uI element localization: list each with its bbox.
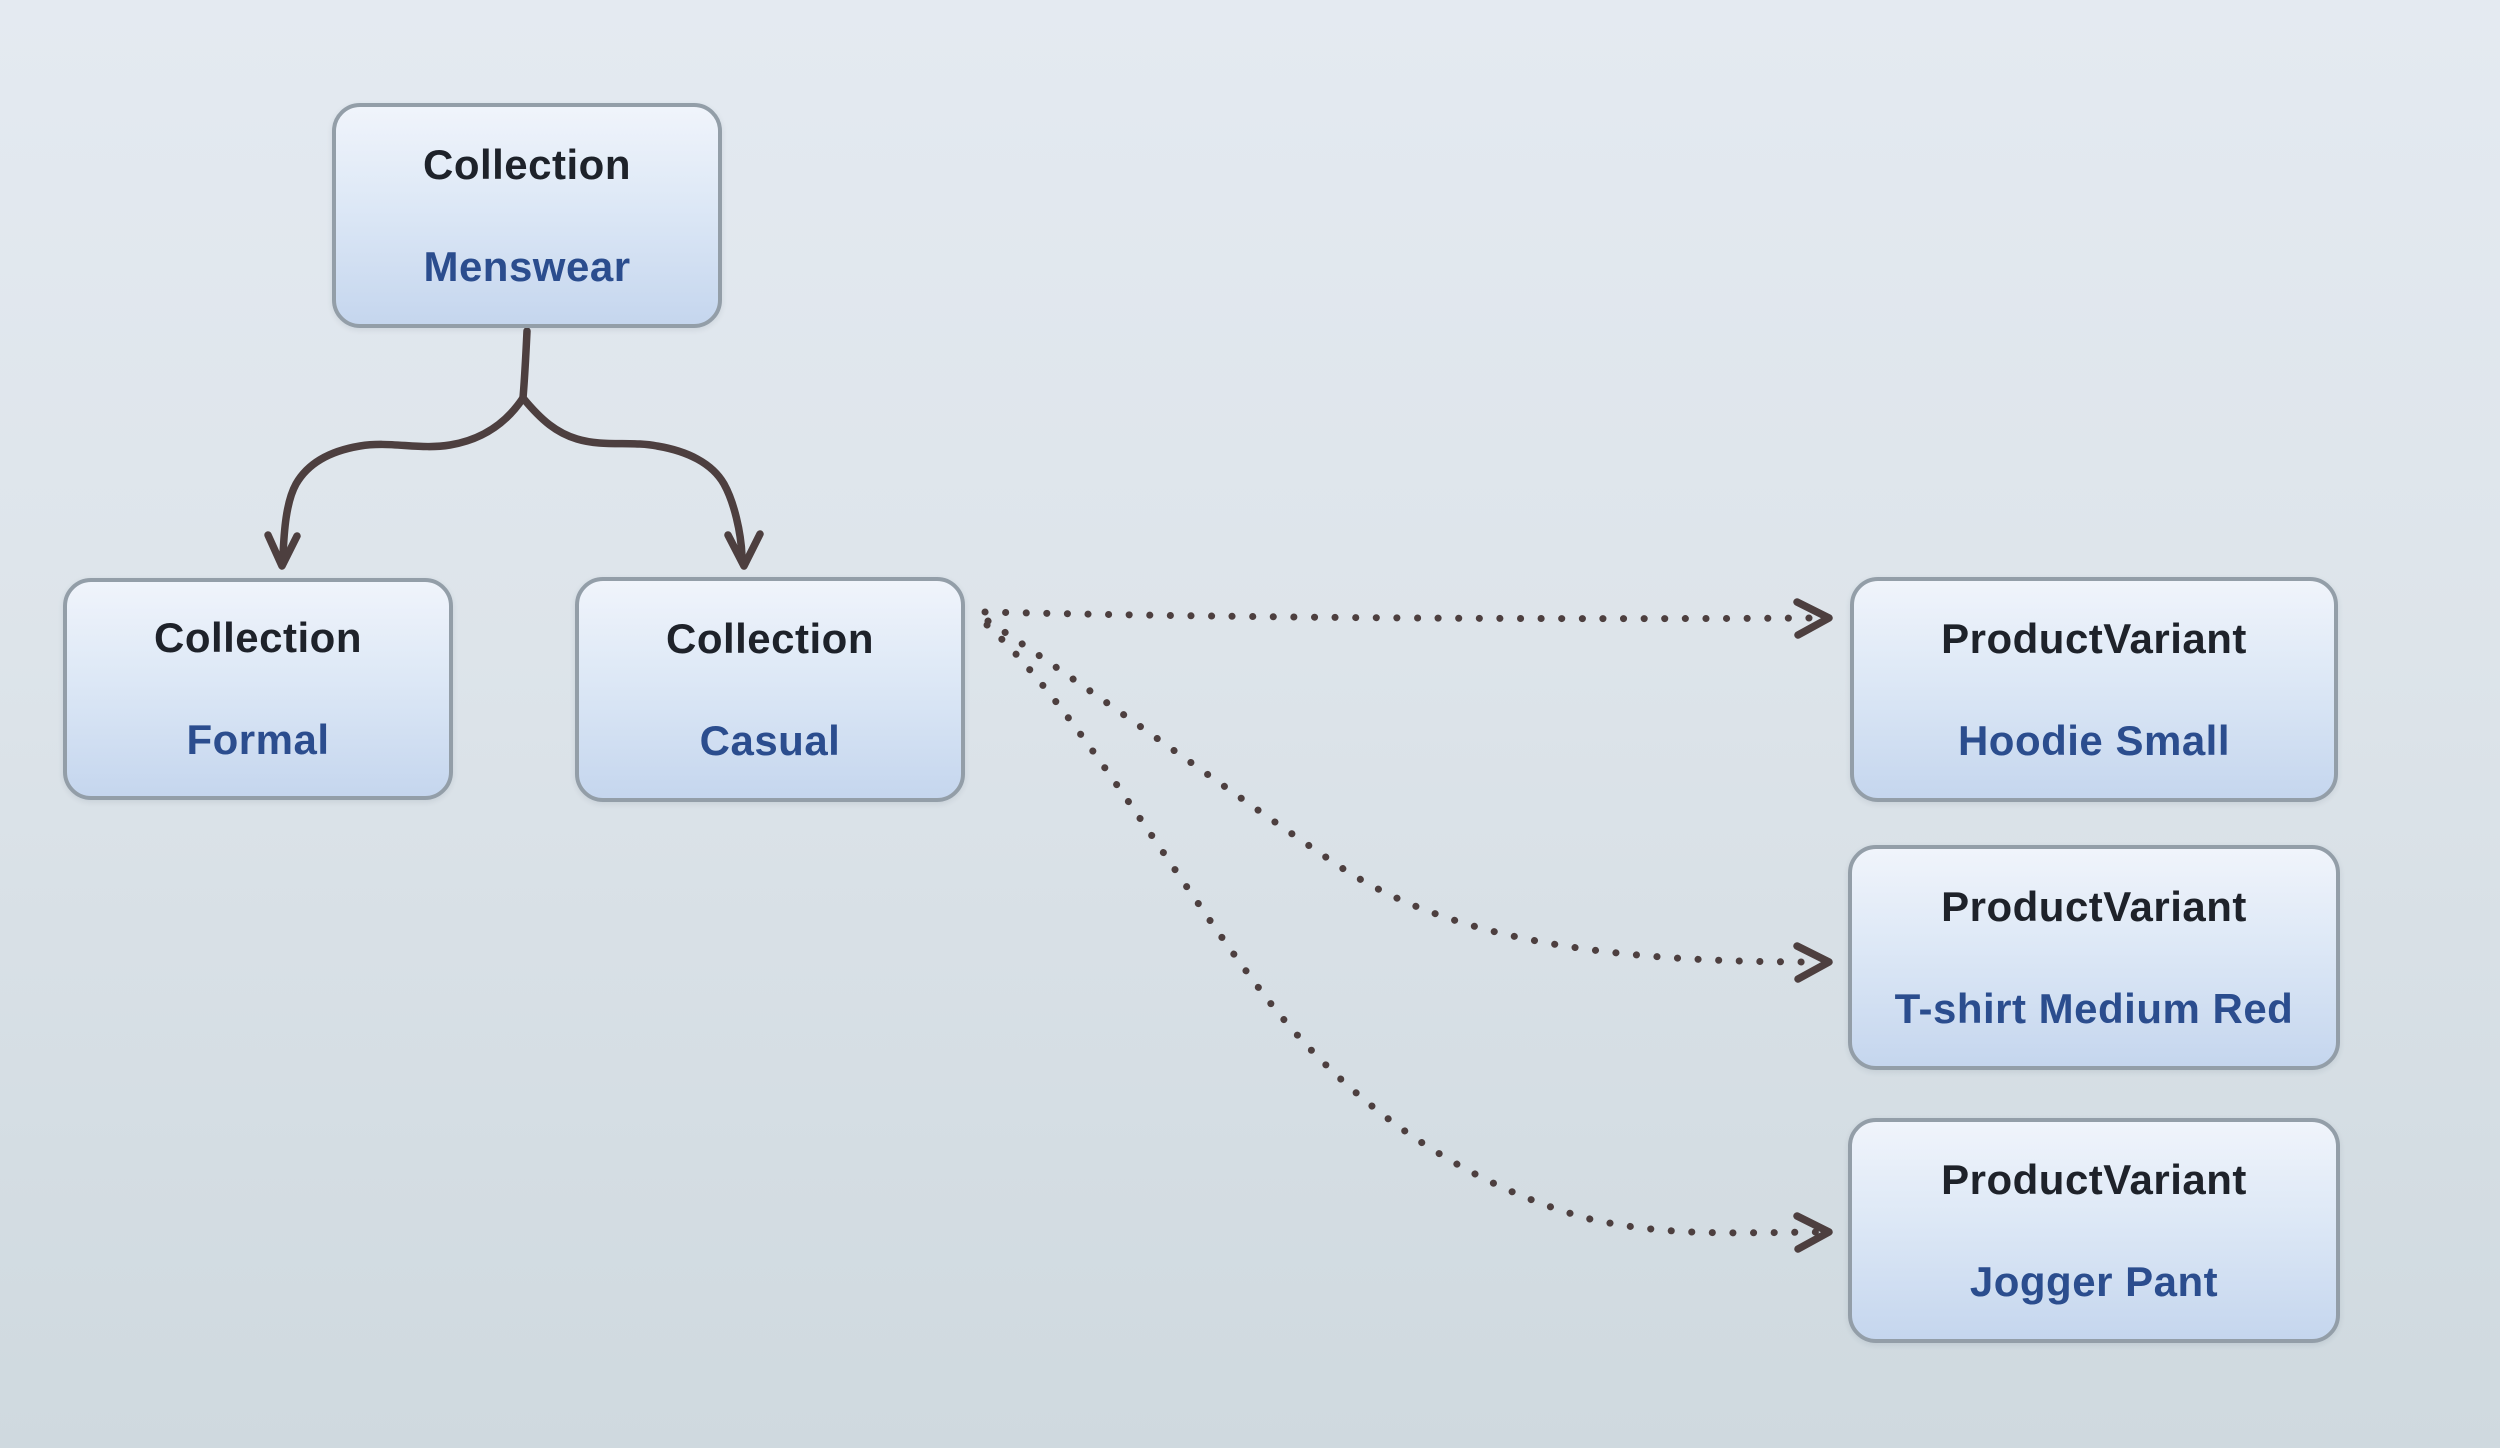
node-type-label: Collection [422, 140, 631, 188]
edge-menswear-trunk [519, 327, 531, 402]
node-collection-casual: Collection Casual [575, 577, 965, 802]
node-collection-menswear: Collection Menswear [332, 103, 722, 328]
node-type-label: ProductVariant [1941, 1155, 2247, 1203]
node-name-label: Casual [699, 716, 841, 764]
arrowhead-hoodie [1793, 598, 1833, 639]
arrowhead-formal [264, 531, 301, 570]
edge-casual-hoodie [981, 598, 1833, 639]
node-type-label: ProductVariant [1941, 882, 2247, 930]
node-name-label: T-shirt Medium Red [1894, 984, 2294, 1032]
node-productvariant-tshirt-medium-red: ProductVariant T-shirt Medium Red [1848, 845, 2340, 1070]
node-type-label: Collection [665, 614, 874, 662]
arrowhead-tshirt [1793, 942, 1833, 983]
edge-casual-tshirt [984, 617, 1833, 983]
node-name-label: Hoodie Small [1957, 716, 2231, 764]
edge-menswear-formal [264, 394, 527, 570]
arrowhead-casual [724, 530, 764, 570]
node-name-label: Jogger Pant [1969, 1257, 2219, 1305]
node-productvariant-jogger-pant: ProductVariant Jogger Pant [1848, 1118, 2340, 1343]
node-collection-formal: Collection Formal [63, 578, 453, 800]
node-type-label: ProductVariant [1941, 614, 2247, 662]
arrowhead-jogger [1793, 1212, 1833, 1253]
node-name-label: Menswear [423, 242, 631, 290]
node-name-label: Formal [186, 716, 330, 763]
edge-menswear-casual [519, 394, 764, 570]
edge-casual-jogger [983, 621, 1833, 1253]
node-type-label: Collection [153, 614, 362, 661]
node-productvariant-hoodie-small: ProductVariant Hoodie Small [1850, 577, 2338, 802]
